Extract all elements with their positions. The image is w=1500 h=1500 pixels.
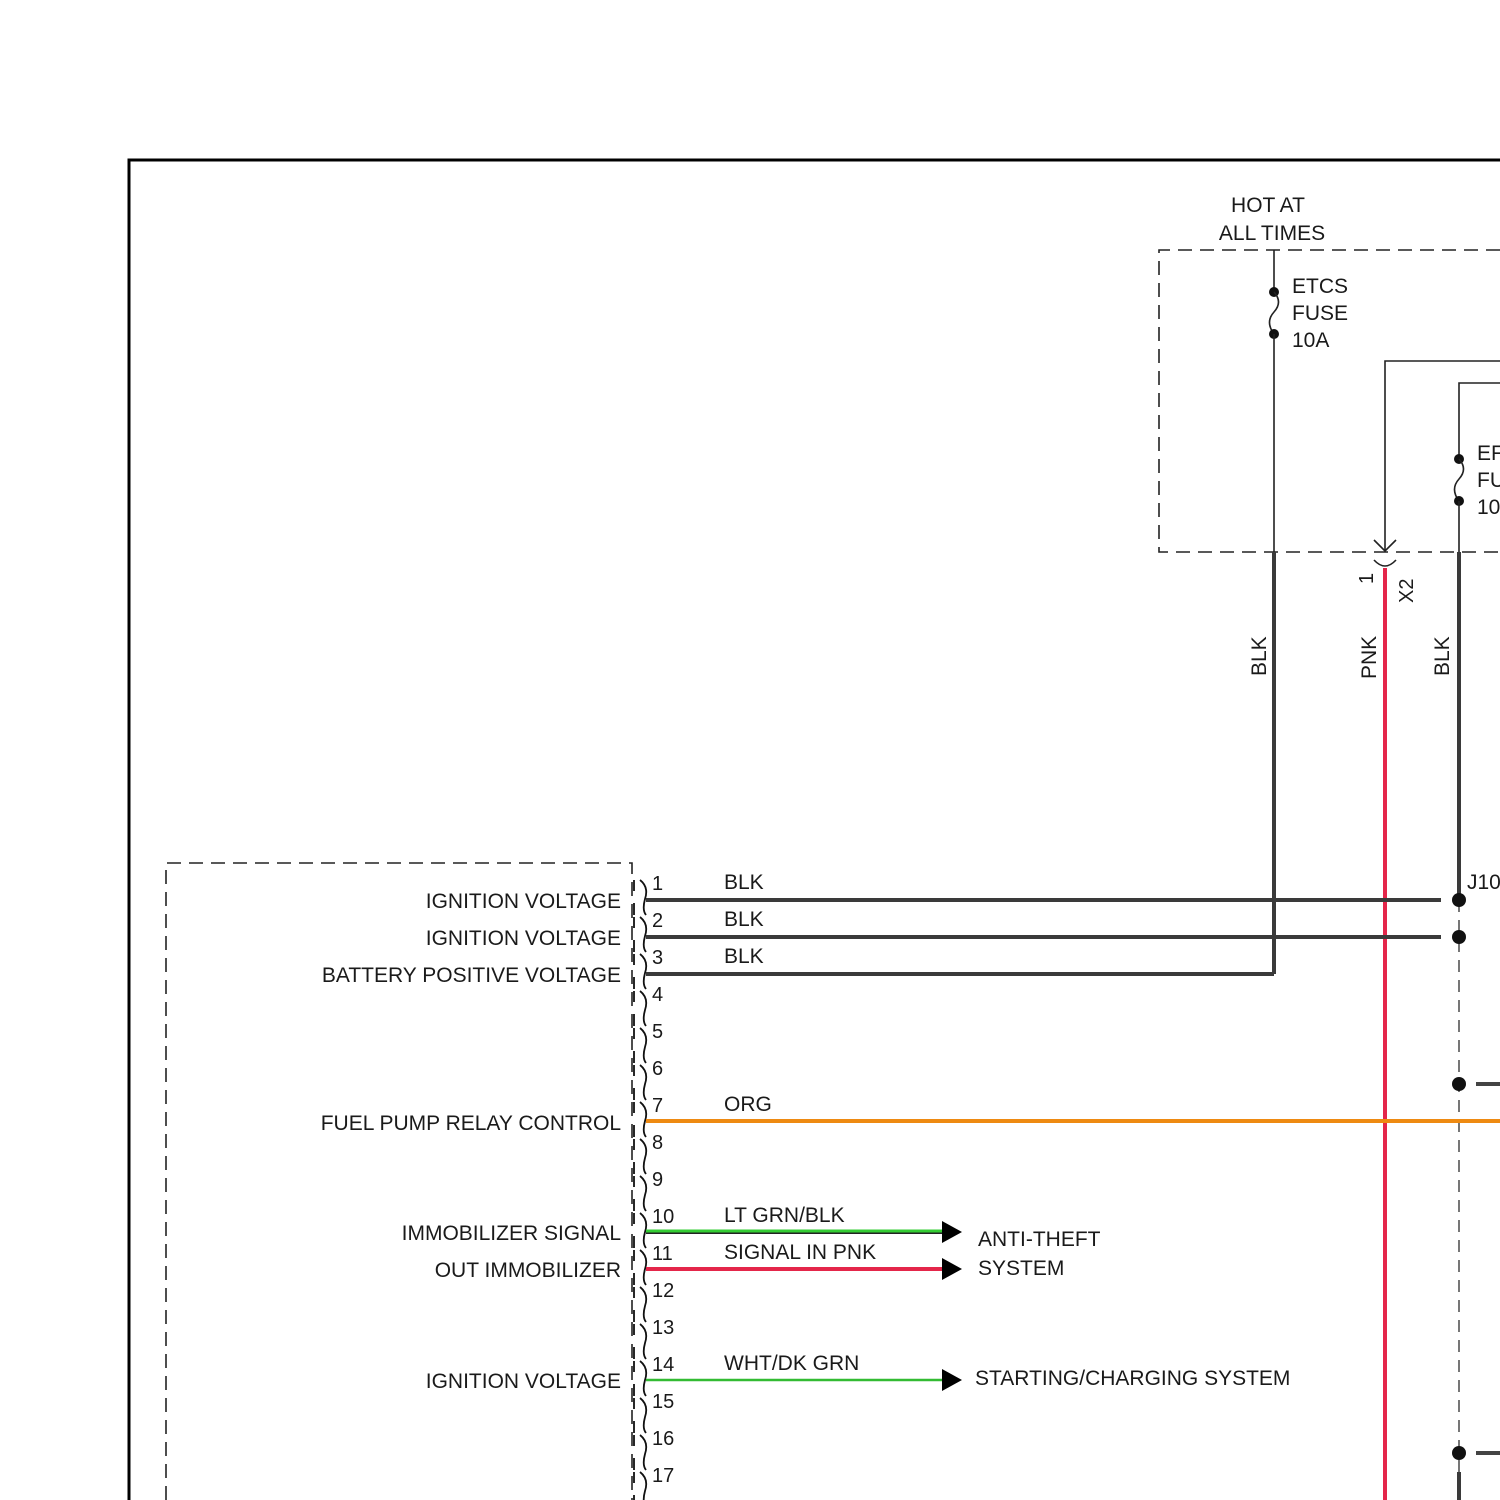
wire-label-pnk: PNK [1358, 636, 1381, 679]
pin-11-label: OUT IMMOBILIZER [435, 1259, 621, 1282]
pin-13-bracket [634, 1324, 646, 1359]
pin-1-number: 1 [652, 873, 663, 895]
pin-2-bracket [634, 917, 646, 952]
efi-fuse-rating: 10 [1477, 496, 1500, 519]
pin-17-number: 17 [652, 1465, 674, 1487]
wire-label-pin1: BLK [724, 871, 764, 894]
pin-12-number: 12 [652, 1280, 674, 1302]
pin-1-label: IGNITION VOLTAGE [426, 890, 621, 913]
pin-3-label: BATTERY POSITIVE VOLTAGE [322, 964, 621, 987]
etcs-fuse-word: FUSE [1292, 302, 1348, 325]
starting-charging-label: STARTING/CHARGING SYSTEM [975, 1367, 1290, 1390]
etcs-fuse-name: ETCS [1292, 275, 1348, 298]
pin-3-number: 3 [652, 947, 663, 969]
pin-9-bracket [634, 1176, 646, 1211]
pin-12-bracket [634, 1287, 646, 1322]
pin-13-number: 13 [652, 1317, 674, 1339]
efi-fuse-name: EF [1477, 442, 1500, 465]
wire-label-pin2: BLK [724, 908, 764, 931]
pin-3-bracket [634, 954, 646, 989]
pin-11-number: 11 [652, 1243, 673, 1265]
efi-fuse [1454, 383, 1500, 552]
pin-10-label: IMMOBILIZER SIGNAL [402, 1222, 621, 1245]
pin-14-bracket [634, 1361, 646, 1396]
anti-theft-label-line1: ANTI-THEFT [978, 1228, 1101, 1251]
pin-16-bracket [634, 1435, 646, 1470]
hot-label-line2: ALL TIMES [1219, 222, 1325, 245]
splice-node-3 [1452, 1077, 1466, 1091]
efi-fuse-word: FU [1477, 469, 1500, 492]
splice-node-4 [1452, 1446, 1466, 1460]
splice-label: J10 [1467, 871, 1500, 894]
pin-7-number: 7 [652, 1095, 663, 1117]
pin-5-number: 5 [652, 1021, 663, 1043]
wire-label-pin3: BLK [724, 945, 764, 968]
pin-8-bracket [634, 1139, 646, 1174]
pin-7-bracket [634, 1102, 646, 1137]
pin-10-bracket [634, 1213, 646, 1248]
x2-connector-name: X2 [1396, 579, 1418, 603]
pin-10-number: 10 [652, 1206, 674, 1228]
pin-6-number: 6 [652, 1058, 663, 1080]
pin-14-label: IGNITION VOLTAGE [426, 1370, 621, 1393]
wire-label-pin11: SIGNAL IN PNK [724, 1241, 876, 1264]
splice-node-1 [1452, 893, 1466, 907]
arrow-pin10 [942, 1221, 962, 1243]
etcs-fuse-rating: 10A [1292, 329, 1329, 352]
splice-node-2 [1452, 930, 1466, 944]
wire-label-blk-etcs: BLK [1248, 636, 1271, 676]
pin-9-number: 9 [652, 1169, 663, 1191]
pin-4-bracket [634, 991, 646, 1026]
pin-15-number: 15 [652, 1391, 674, 1413]
wire-label-pin7: ORG [724, 1093, 772, 1116]
wire-label-pin14: WHT/DK GRN [724, 1352, 859, 1375]
anti-theft-label-line2: SYSTEM [978, 1257, 1064, 1280]
pin-15-bracket [634, 1398, 646, 1433]
wire-label-blk-efi: BLK [1431, 636, 1454, 676]
pin-5-bracket [634, 1028, 646, 1063]
pin-4-number: 4 [652, 984, 663, 1006]
arrow-pin11 [942, 1258, 962, 1280]
pin-7-label: FUEL PUMP RELAY CONTROL [321, 1112, 621, 1135]
pin-8-number: 8 [652, 1132, 663, 1154]
pin-2-label: IGNITION VOLTAGE [426, 927, 621, 950]
pin-11-bracket [634, 1250, 646, 1285]
wire-label-pin10: LT GRN/BLK [724, 1204, 845, 1227]
pin-6-bracket [634, 1065, 646, 1100]
pin-14-number: 14 [652, 1354, 674, 1376]
pin-17-bracket [634, 1472, 646, 1500]
pin-1-bracket [634, 880, 646, 915]
etcs-fuse [1269, 250, 1279, 552]
arrow-pin14 [942, 1369, 962, 1391]
pin-16-number: 16 [652, 1428, 674, 1450]
pin-2-number: 2 [652, 910, 663, 932]
ecm-box-outline [166, 863, 632, 1500]
x2-pin-number: 1 [1356, 573, 1378, 584]
diagram-frame [129, 160, 1500, 1500]
hot-label-line1: HOT AT [1231, 194, 1305, 217]
